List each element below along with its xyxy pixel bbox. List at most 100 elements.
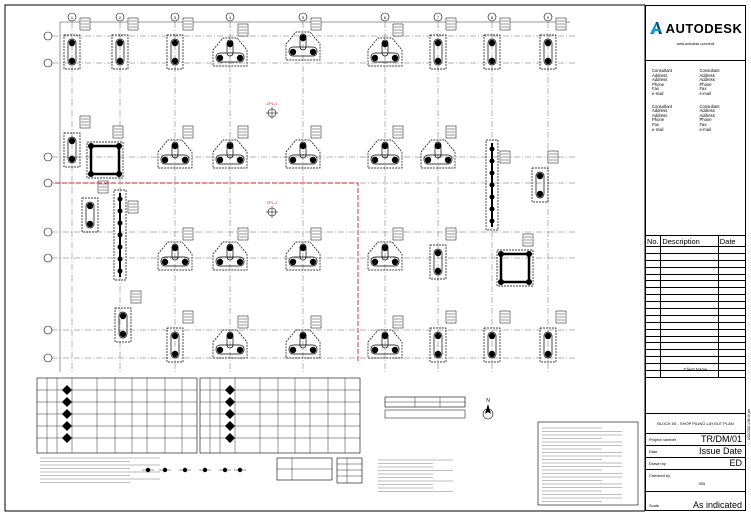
revision-cell [718, 267, 745, 275]
note-box-2 [384, 409, 466, 419]
revision-row [646, 287, 745, 296]
revision-row [646, 280, 745, 289]
pile-symbol-diamond [225, 409, 235, 419]
grid-bubble-label: 3 [174, 15, 177, 20]
pile-cap [429, 17, 457, 70]
pile-cap [63, 17, 91, 70]
pile-cap [429, 310, 457, 363]
grid-bubble-label: 7 [437, 15, 440, 20]
grid-bubble-label: 9 [547, 15, 550, 20]
scale-label: Scale [649, 503, 660, 508]
revision-cell [718, 253, 745, 261]
date-row: Date Issue Date [646, 446, 745, 458]
revision-cell [646, 370, 662, 378]
checked-by-row: Checked by ISB [646, 470, 745, 492]
revision-cell [718, 260, 745, 268]
pile-cap [285, 315, 322, 359]
consultant-line: e-mail [652, 90, 664, 96]
consultant-line: Phone [652, 117, 665, 123]
pile-symbol-diamond [62, 409, 72, 419]
pile-cap [166, 17, 194, 70]
revision-row [646, 301, 745, 310]
grid-bubble [43, 253, 53, 263]
revision-cell [718, 301, 745, 310]
pile-cap [166, 310, 194, 363]
consultant-line: e-mail [699, 126, 711, 132]
grid-bubble [487, 12, 497, 22]
project-number-label: Project number [649, 437, 677, 442]
revision-cell [646, 274, 662, 282]
section-tag: ZPL-1 [267, 101, 279, 106]
grid-bubble [43, 353, 53, 363]
pile-cap [81, 180, 109, 233]
grid-bubble [43, 178, 53, 188]
revision-cell [718, 370, 745, 378]
pile-cap [212, 227, 249, 271]
revision-cell [646, 253, 662, 261]
revision-cell [660, 370, 719, 378]
pile-cap [157, 227, 194, 271]
revision-cell [660, 253, 719, 261]
revision-cell [646, 246, 662, 254]
pile-cap [212, 315, 249, 359]
revision-cell [646, 356, 662, 365]
pile-symbol-diamond [62, 433, 72, 443]
revision-cell [718, 322, 745, 330]
pile-symbol-diamond [225, 397, 235, 407]
revision-cell [660, 267, 719, 275]
pile-schedule-table-2 [199, 377, 361, 454]
autodesk-wordmark: AUTODESK [665, 20, 743, 36]
consultant-line: Fax [652, 121, 659, 127]
consultant-line: Phone [652, 81, 665, 87]
grid-bubble [225, 12, 235, 22]
red-boundary-line [55, 182, 359, 362]
pile-cap [63, 115, 91, 168]
grid-bubble [43, 227, 53, 237]
revision-row [646, 336, 745, 344]
revision-cell [646, 315, 662, 323]
checked-by-value: ISB [698, 481, 705, 486]
revision-cell [646, 342, 662, 351]
consultant-line: Address [699, 72, 715, 78]
revision-row [646, 253, 745, 261]
consultant-line: Address [652, 112, 668, 118]
revision-cell [718, 349, 745, 358]
revision-cell [718, 280, 745, 289]
revision-row [646, 315, 745, 323]
revision-cell [646, 267, 662, 275]
revision-cell [646, 308, 662, 316]
revision-cell [718, 336, 745, 344]
mini-table [336, 457, 363, 484]
revision-table: No. Description Date [646, 236, 745, 378]
grid-bubble [380, 12, 390, 22]
revision-row [646, 356, 745, 365]
scale-row: Scale As indicated [646, 500, 745, 512]
revision-cell [718, 363, 745, 372]
drawn-by-label: Drawn by [649, 461, 666, 466]
pile-cap [539, 17, 567, 70]
revision-cell [660, 322, 719, 330]
pile-cap [367, 125, 404, 169]
revision-cell [718, 308, 745, 316]
grid-bubble [170, 12, 180, 22]
grid-bubble [43, 58, 53, 68]
pile-cap [496, 233, 534, 287]
pile-symbol-diamond [225, 385, 235, 395]
checked-by-label: Checked by [649, 473, 671, 478]
sheet-border [4, 4, 645, 512]
revision-cell [646, 287, 662, 296]
revision-cell [660, 301, 719, 310]
pile-cap [483, 17, 511, 70]
revision-cell [718, 287, 745, 296]
pile-symbol-diamond [62, 397, 72, 407]
rev-description-header: Description [660, 236, 719, 247]
consultant-line: Address [652, 72, 668, 78]
revision-row [646, 274, 745, 282]
client-panel: Client Name [646, 364, 745, 414]
title-block: AUTODESK www.autodesk.com/revit Consulta… [645, 5, 746, 511]
grid-bubble [298, 12, 308, 22]
